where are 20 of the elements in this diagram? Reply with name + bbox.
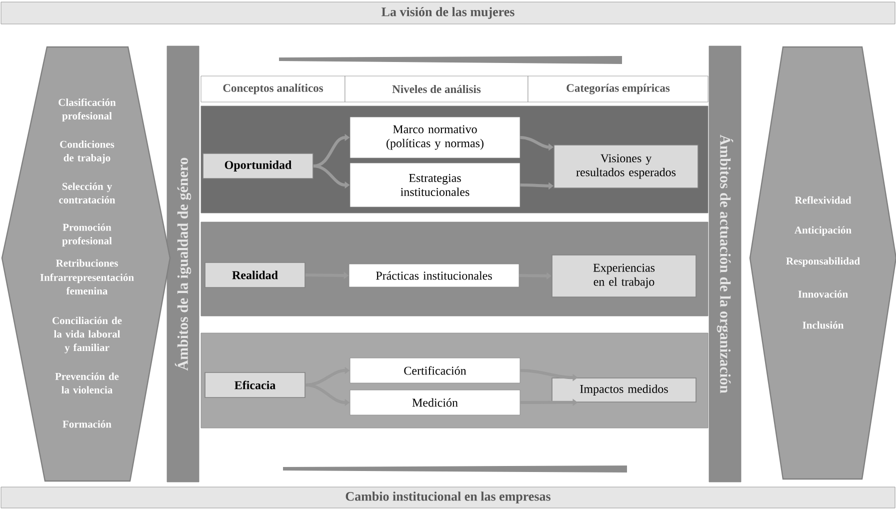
- level-box: Marco normativo (políticas y normas): [350, 116, 520, 158]
- concept-box: Eficacia: [204, 372, 306, 398]
- column-header: Conceptos analíticos: [200, 76, 346, 102]
- hexagon-panel: Clasificación profesional Condiciones de trabajo Selección y contratación Promoción profesional Retribuciones Infrarrepresentación femenina Conciliación de la vida laboral y familiar Prevención de la violencia Formación: [1, 46, 171, 482]
- column-header: Niveles de análisis: [344, 76, 528, 102]
- level-box: Prácticas institucionales: [348, 264, 520, 288]
- level-box: Certificación: [350, 358, 520, 384]
- bottom-band: Cambio institucional en las empresas: [0, 486, 896, 508]
- hexagon-panel: Reflexividad Anticipación Responsabilidad Innovación Inclusión: [749, 46, 896, 480]
- top-band: La visión de las mujeres: [0, 2, 896, 24]
- concept-box: Realidad: [204, 262, 306, 288]
- result-box: Impactos medidos: [552, 378, 696, 402]
- level-box: Estrategias institucionales: [350, 162, 520, 208]
- vertical-bar: Ámbitos de actuación de la organización: [708, 46, 742, 482]
- column-header: Categorías empíricas: [528, 76, 708, 102]
- vertical-bar: Ámbitos de la igualdad de género: [166, 46, 200, 482]
- level-box: Medición: [350, 390, 520, 416]
- concept-box: Oportunidad: [202, 153, 314, 179]
- result-box: Experiencias en el trabajo: [552, 254, 696, 298]
- result-box: Visiones y resultados esperados: [554, 144, 698, 188]
